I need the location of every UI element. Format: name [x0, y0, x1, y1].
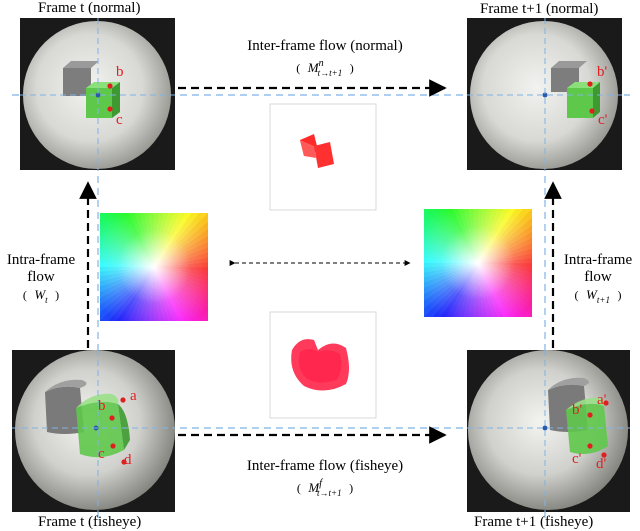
- symbol-sup: n: [318, 58, 324, 69]
- intra-left-line2: flow: [27, 269, 55, 285]
- frame-t-normal-image: [20, 18, 175, 170]
- point-label-tl-c: c: [116, 112, 123, 128]
- intra-right-symbol: ( Wt+1 ): [556, 286, 640, 309]
- inter-flow-normal-symbol: ( Mnt→t+1 ): [225, 55, 425, 82]
- frame-t-fisheye-image: [12, 350, 175, 512]
- paren-open: (: [22, 288, 27, 302]
- frame-t1-fisheye-image: [467, 350, 630, 512]
- symbol-m: M: [307, 60, 319, 75]
- point-label-br-c: c': [572, 451, 582, 467]
- symbol-sup: f: [319, 478, 323, 489]
- label-frame-t-fisheye: Frame t (fisheye): [38, 514, 142, 530]
- point-label-tr-c: c': [598, 112, 608, 128]
- symbol-w: W: [586, 287, 597, 302]
- point-label-br-a: a': [597, 392, 607, 408]
- point-label-br-d: d': [596, 456, 607, 472]
- paren-close: ): [349, 481, 354, 495]
- label-intra-flow-right: Intra-frame flow ( Wt+1 ): [556, 252, 640, 309]
- intra-left-symbol: ( Wt ): [0, 286, 82, 309]
- inter-flow-fisheye-image: [269, 311, 377, 419]
- label-frame-t1-fisheye: Frame t+1 (fisheye): [474, 514, 594, 530]
- paren-open: (: [296, 481, 301, 495]
- paren-close: ): [349, 61, 354, 75]
- label-frame-t1-normal: Frame t+1 (normal): [480, 1, 599, 17]
- symbol-m: M: [308, 480, 320, 495]
- intra-flow-right-colorwheel: [424, 209, 532, 317]
- paren-open: (: [296, 61, 301, 75]
- label-inter-flow-normal: Inter-frame flow (normal) ( Mnt→t+1 ): [225, 38, 425, 82]
- inter-flow-fisheye-symbol: ( Mft→t+1 ): [222, 475, 428, 502]
- label-intra-flow-left: Intra-frame flow ( Wt ): [0, 252, 82, 309]
- paren-open: (: [574, 288, 579, 302]
- paren-close: ): [617, 288, 622, 302]
- symbol-sub: t: [45, 295, 48, 305]
- intra-right-line1: Intra-frame: [563, 252, 633, 268]
- intra-left-line1: Intra-frame: [6, 252, 76, 268]
- point-label-tl-b: b: [116, 64, 124, 80]
- symbol-sub: t→t+1: [317, 488, 342, 498]
- point-label-bl-c: c: [98, 446, 105, 462]
- arrows: [79, 79, 562, 444]
- point-label-bl-d: d: [124, 452, 132, 468]
- symbol-sub: t→t+1: [317, 68, 343, 78]
- inter-flow-normal-image: [269, 103, 377, 211]
- intra-right-line2: flow: [584, 269, 612, 285]
- symbol-sub: t+1: [596, 295, 610, 305]
- frame-t1-normal-image: [467, 18, 622, 170]
- paren-close: ): [55, 288, 60, 302]
- symbol-w: W: [34, 287, 46, 302]
- point-label-bl-b: b: [98, 398, 106, 414]
- inter-flow-normal-text: Inter-frame flow (normal): [247, 38, 403, 54]
- inter-flow-fisheye-text: Inter-frame flow (fisheye): [246, 458, 404, 474]
- point-label-br-b: b': [572, 402, 583, 418]
- label-inter-flow-fisheye: Inter-frame flow (fisheye) ( Mft→t+1 ): [222, 458, 428, 502]
- label-frame-t-normal: Frame t (normal): [38, 0, 141, 16]
- point-label-tr-b: b': [597, 64, 608, 80]
- point-label-bl-a: a: [130, 388, 137, 404]
- intra-flow-left-colorwheel: [100, 213, 208, 321]
